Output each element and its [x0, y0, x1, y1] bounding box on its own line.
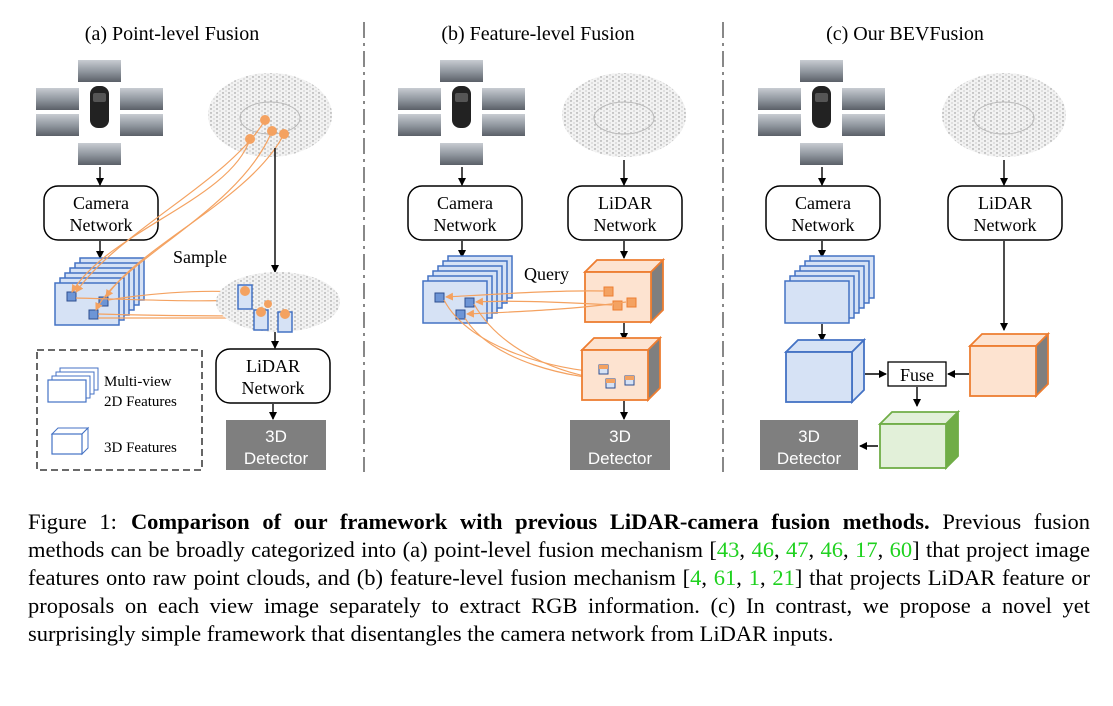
citation-link[interactable]: 17	[855, 537, 878, 562]
caption-separator: ,	[701, 565, 714, 590]
panel-c-multiview-2d-features	[784, 255, 875, 324]
caption-text-1: Previous fusion methods can be broadly c…	[28, 509, 1090, 562]
panel-c-camera-network-line2: Network	[792, 215, 855, 235]
car-icon	[452, 86, 471, 128]
panel-b-detector-line2: Detector	[588, 449, 653, 468]
citation-link[interactable]: 61	[713, 565, 737, 590]
panel-c-detector-line1: 3D	[798, 427, 820, 446]
panel-a-camera-network-box	[43, 185, 159, 241]
fuse-box	[887, 361, 947, 387]
panel-b-point-cloud	[562, 73, 686, 157]
panel-b-detector-box	[570, 420, 670, 470]
citation-link[interactable]: 46	[751, 537, 774, 562]
sample-label: Sample	[173, 247, 227, 267]
caption-separator: ,	[843, 537, 856, 562]
panel-b-lidar-network-line1: LiDAR	[598, 193, 652, 213]
panel-c-title: (c) Our BEVFusion	[826, 23, 984, 45]
panel-b-lidar-proposals-cube	[582, 257, 666, 325]
panel-c-point-cloud	[942, 73, 1066, 157]
panel-c-detector-line2: Detector	[777, 449, 842, 468]
panel-b-lidar-network-box	[567, 185, 683, 241]
caption-separator: ,	[739, 537, 752, 562]
caption-separator: ,	[877, 537, 890, 562]
citation-link[interactable]: 43	[716, 537, 740, 562]
citation-link[interactable]: 60	[889, 537, 913, 562]
panel-a-camera-network-line1: Camera	[73, 193, 129, 213]
figure-caption: Figure 1: Comparison of our framework wit…	[28, 508, 1090, 648]
caption-label: Figure 1:	[28, 509, 117, 534]
panel-a-decorated-point-cloud	[216, 272, 340, 333]
panel-c-lidar-network-box	[947, 185, 1063, 241]
legend-3d-features: 3D Features	[104, 440, 177, 456]
panel-c-lidar-network-line2: Network	[974, 215, 1037, 235]
caption-separator: ,	[808, 537, 821, 562]
panel-b-lidar-network-line2: Network	[594, 215, 657, 235]
panel-b-camera-network-line2: Network	[434, 215, 497, 235]
fuse-label: Fuse	[900, 365, 934, 385]
car-icon	[812, 86, 831, 128]
panel-a-detector-line2: Detector	[244, 449, 309, 468]
panel-b-refined-features-cube	[579, 335, 663, 403]
query-label: Query	[524, 264, 569, 284]
panel-a-lidar-network-line1: LiDAR	[246, 356, 300, 376]
citation-link[interactable]: 21	[772, 565, 795, 590]
panel-c-lidar-bev-cube	[967, 331, 1051, 399]
panel-c-lidar-network-line1: LiDAR	[978, 193, 1032, 213]
panel-a-camera-network-line2: Network	[70, 215, 133, 235]
legend-multiview-line2: 2D Features	[104, 394, 177, 410]
panel-c-camera-images	[758, 60, 885, 165]
car-icon	[90, 86, 109, 128]
legend: Multi-view 2D Features 3D Features	[36, 349, 203, 471]
panel-a-point-cloud	[208, 73, 332, 157]
figure-diagram: (a) Point-level Fusion (b) Feature-level…	[36, 22, 1066, 472]
caption-separator: ,	[759, 565, 773, 590]
panel-a-lidar-network-box	[215, 348, 331, 404]
panel-a-camera-images	[36, 60, 163, 165]
panel-c-detector-box	[760, 420, 858, 470]
panel-c-fused-bev-cube	[877, 409, 961, 471]
citation-link[interactable]: 46	[820, 537, 844, 562]
panel-a-lidar-network-line2: Network	[242, 378, 305, 398]
panel-c-camera-network-line1: Camera	[795, 193, 851, 213]
panel-b-camera-images	[398, 60, 525, 165]
citation-link[interactable]: 47	[785, 537, 809, 562]
citation-link[interactable]: 4	[690, 565, 702, 590]
caption-separator: ,	[736, 565, 749, 590]
caption-text-2: ] that project image features onto raw p…	[28, 537, 1091, 590]
panel-a-title: (a) Point-level Fusion	[85, 23, 259, 45]
panel-c-camera-bev-cube	[783, 337, 867, 405]
panel-a-detector-box	[226, 420, 326, 470]
panel-b-detector-line1: 3D	[609, 427, 631, 446]
panel-b-camera-network-line1: Camera	[437, 193, 493, 213]
panel-c-camera-network-box	[765, 185, 881, 241]
citation-link[interactable]: 1	[748, 565, 760, 590]
panel-b-camera-network-box	[407, 185, 523, 241]
legend-multiview-line1: Multi-view	[104, 374, 172, 390]
caption-bold-title: Comparison of our framework with previou…	[130, 509, 930, 534]
caption-text-3: ] that projects LiDAR feature or proposa…	[28, 565, 1090, 646]
panel-a-detector-line1: 3D	[265, 427, 287, 446]
panel-b-title: (b) Feature-level Fusion	[441, 23, 634, 45]
caption-separator: ,	[773, 537, 786, 562]
